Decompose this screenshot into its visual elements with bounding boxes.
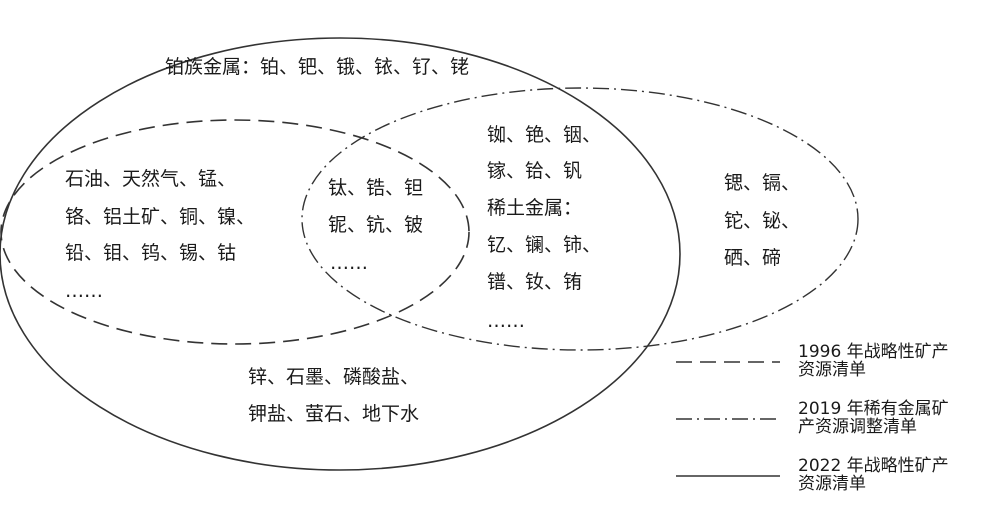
dashed-region-line-1: 石油、天然气、锰、 (65, 168, 237, 190)
right-overlap-line-6: …… (487, 310, 525, 332)
dashed-region-line-4: …… (65, 280, 103, 302)
right-overlap-line-2: 镓、铪、钒 (487, 160, 583, 182)
solid-region-line-1: 锌、石墨、磷酸盐、 (248, 366, 420, 388)
center-region-line-2: 铌、钪、铍 (328, 214, 424, 236)
right-overlap-line-3: 稀土金属： (487, 197, 583, 219)
legend-item-1996: 1996 年战略性矿产 资源清单 (798, 343, 949, 379)
legend-label-2019-line-2: 产资源调整清单 (798, 417, 917, 437)
right-overlap-line-1: 铷、铯、铟、 (487, 124, 602, 146)
legend-label-2019-line-1: 2019 年稀有金属矿 (798, 399, 949, 419)
ellipse-2022-solid (0, 37, 681, 471)
platinum-group-label: 铂族金属：铂、钯、锇、铱、钌、铑 (165, 56, 470, 78)
dashdot-region-line-1: 锶、镉、 (724, 172, 801, 194)
center-region-line-1: 钛、锆、钽 (328, 177, 424, 199)
legend-label-2022-line-2: 资源清单 (798, 474, 866, 494)
legend-label-1996-line-2: 资源清单 (798, 360, 866, 380)
dashdot-region-line-3: 硒、碲 (724, 247, 782, 269)
legend-label-2022-line-1: 2022 年战略性矿产 (798, 456, 949, 476)
legend-label-1996-line-1: 1996 年战略性矿产 (798, 342, 949, 362)
dashdot-region-line-2: 铊、铋、 (724, 210, 801, 232)
solid-region-line-2: 钾盐、萤石、地下水 (248, 403, 420, 425)
center-region-line-3: …… (330, 252, 368, 274)
dashed-region-line-2: 铬、铝土矿、铜、镍、 (65, 206, 256, 228)
dashed-region-line-3: 铅、钼、钨、锡、钴 (65, 242, 237, 264)
legend-item-2022: 2022 年战略性矿产 资源清单 (798, 457, 949, 493)
right-overlap-line-5: 镨、钕、铕 (487, 271, 583, 293)
ellipse-1996-dashed (0, 119, 470, 345)
right-overlap-line-4: 钇、镧、铈、 (487, 234, 602, 256)
legend-item-2019: 2019 年稀有金属矿 产资源调整清单 (798, 400, 949, 436)
ellipse-2019-dashdot (301, 87, 859, 351)
